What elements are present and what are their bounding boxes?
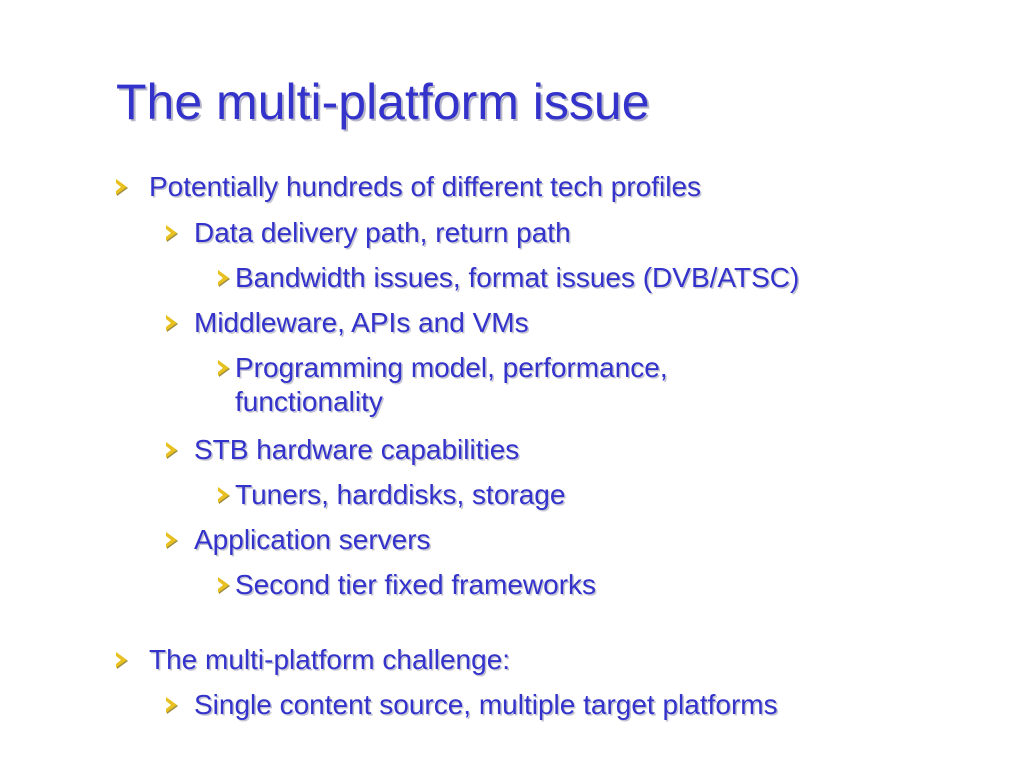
arrowhead-bullet-icon [218,487,229,503]
bullet-text: Application servers [194,524,431,555]
bullet-text: Bandwidth issues, format issues (DVB/ATS… [235,262,800,293]
bullet-item: Programming model, performance, function… [218,351,795,419]
bullet-text: Second tier fixed frameworks [235,569,597,600]
arrowhead-bullet-icon [218,270,229,286]
bullet-item: The multi-platform challenge: [116,643,510,677]
bullet-item: Data delivery path, return path [166,216,571,250]
bullet-item: STB hardware capabilities [166,433,519,467]
bullet-item: Tuners, harddisks, storage [218,478,565,512]
bullet-text: Tuners, harddisks, storage [235,479,566,510]
bullet-item: Application servers [166,523,431,557]
bullet-text: Data delivery path, return path [194,217,571,248]
arrowhead-bullet-icon [116,179,127,195]
bullet-text: Single content source, multiple target p… [194,689,778,720]
bullet-item: Second tier fixed frameworks [218,568,596,602]
arrowhead-bullet-icon [166,315,177,331]
arrowhead-bullet-icon [166,532,177,548]
bullet-item: Potentially hundreds of different tech p… [116,170,701,204]
arrowhead-bullet-icon [166,442,177,458]
arrowhead-bullet-icon [116,652,127,668]
arrowhead-bullet-icon [218,577,229,593]
bullet-item: Single content source, multiple target p… [166,688,778,722]
bullet-text: Potentially hundreds of different tech p… [149,171,702,202]
arrowhead-bullet-icon [166,697,177,713]
bullet-text: Programming model, performance, function… [235,352,668,417]
bullet-text: The multi-platform challenge: [149,644,511,675]
bullet-text: STB hardware capabilities [194,434,520,465]
bullet-text: Middleware, APIs and VMs [194,307,529,338]
slide-title: The multi-platform issue [116,74,650,130]
bullet-item: Middleware, APIs and VMs [166,306,529,340]
bullet-item: Bandwidth issues, format issues (DVB/ATS… [218,261,799,295]
arrowhead-bullet-icon [166,225,177,241]
arrowhead-bullet-icon [218,360,229,376]
